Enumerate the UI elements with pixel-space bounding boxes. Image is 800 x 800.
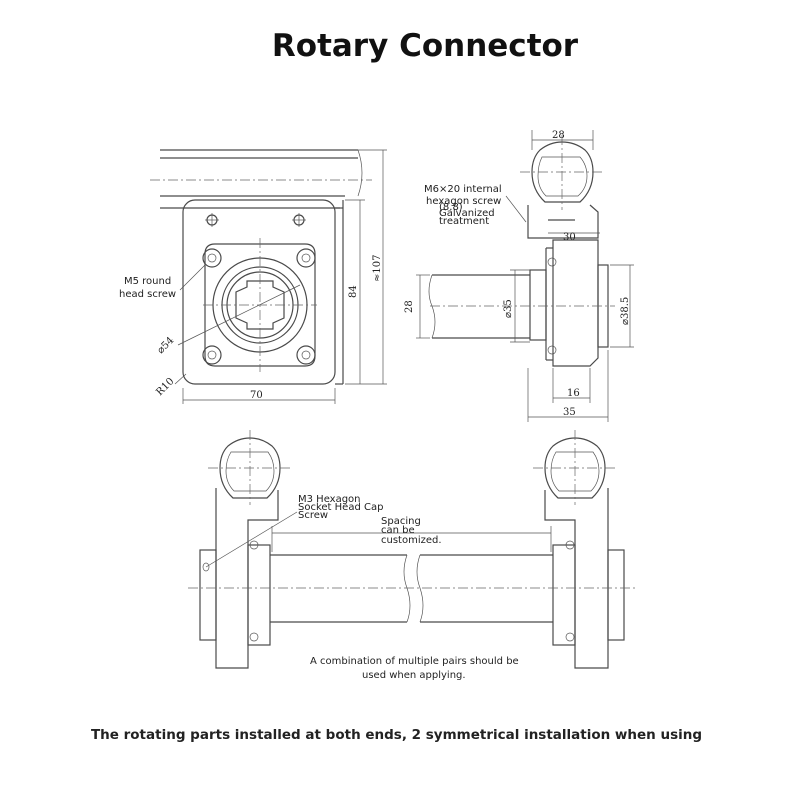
combination-note-line1: A combination of multiple pairs should b… [310,656,519,667]
m5-screw [202,345,222,365]
dim-r10: R10 [154,376,176,398]
m6-label-line1: M6×20 internal [424,184,502,195]
assembly-view [188,430,638,669]
m5-label-line2: head screw [119,289,176,300]
m5-screw [296,248,316,268]
m6-label-line5: treatment [439,216,489,227]
dim-38-5: ⌀38.5 [620,297,631,325]
side-view [416,130,634,422]
spacing-label-line3: customized. [381,535,442,546]
spacing-label-line2: can be [381,525,415,536]
m5-label-line1: M5 round [124,276,171,287]
m3-label-line2: Socket Head Cap [298,502,383,513]
dim-16: 16 [567,388,580,399]
spacing-label-line1: Spacing [381,516,421,527]
m5-screw [202,248,222,268]
dim-84: 84 [348,285,359,298]
installation-caption: The rotating parts installed at both end… [90,727,703,743]
diagram-title: Rotary Connector [271,28,579,64]
m5-screw [296,345,316,365]
m6-label-line3: (8.8) [439,202,463,213]
m3-label-line1: M3 Hexagon [298,494,361,505]
dim-28-top: 28 [552,130,565,141]
m6-label-line2: hexagon screw [426,196,501,207]
dim-28-side: 28 [404,300,415,313]
dim-70: 70 [250,390,263,401]
dim-107: ≈107 [372,255,383,282]
dim-30: 30 [563,232,576,243]
combination-note-line2: used when applying. [362,670,466,681]
m3-label-line3: Screw [298,510,328,521]
front-view [150,149,387,404]
m6-label-line4: Galvanized [439,208,495,219]
dim-54: ⌀54 [155,335,176,356]
dim-35-dia: ⌀35 [503,299,514,318]
dim-35-len: 35 [563,407,576,418]
